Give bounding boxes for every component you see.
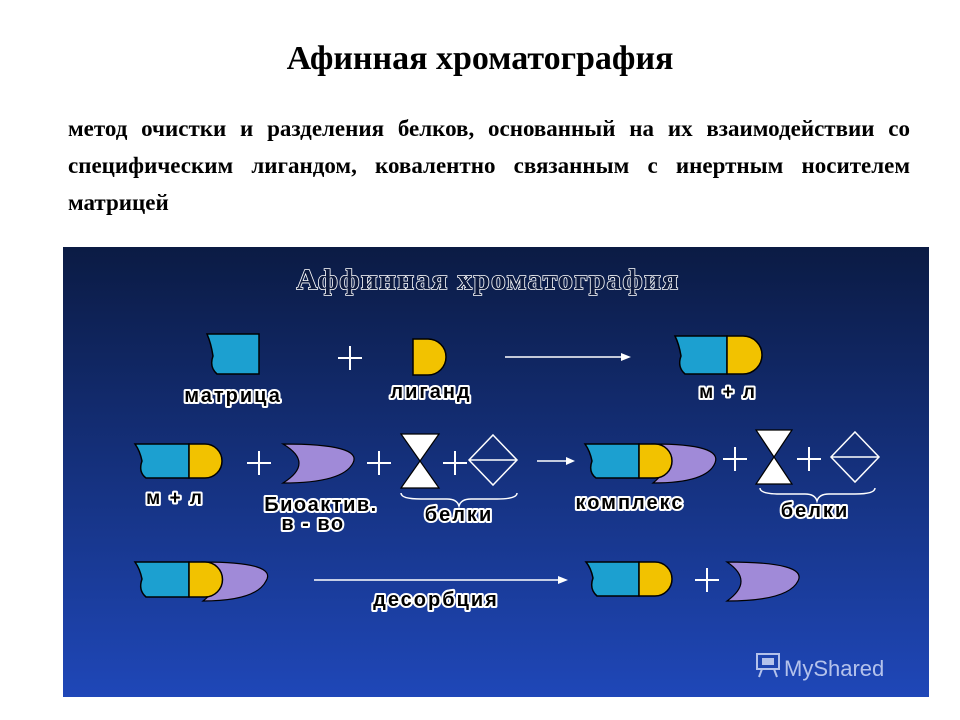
matrix-ligand-shape [584, 561, 673, 597]
arrow-right-icon [505, 353, 631, 361]
plus-icon [797, 447, 821, 471]
bioactive-crescent-icon [725, 561, 800, 602]
arrow-right-icon [314, 576, 568, 584]
label-proteins-2: белки [781, 500, 850, 522]
watermark: MyShared [756, 653, 884, 681]
hourglass-protein-icon [754, 429, 794, 485]
matrix-block-icon [133, 443, 190, 479]
label-ml-1: м + л [699, 382, 757, 403]
ligand-half-circle-icon [726, 335, 763, 375]
label-ligand: лиганд [390, 381, 471, 403]
matrix-block-icon [673, 335, 728, 375]
ligand-half-circle-icon [188, 561, 224, 598]
watermark-text: MyShared [784, 656, 884, 681]
matrix-block-icon [583, 443, 640, 479]
bioactive-crescent-icon [280, 443, 355, 484]
ligand-half-circle-icon [638, 561, 673, 597]
matrix-shape [205, 333, 260, 375]
matrix-block-icon [584, 561, 640, 597]
matrix-ligand-shape [673, 335, 763, 375]
hourglass-protein-icon [399, 433, 441, 489]
affinity-diagram: Аффинная хроматография матрица лиганд м … [63, 247, 929, 697]
arrow-right-icon [537, 457, 575, 465]
plus-icon [695, 568, 719, 592]
slide-title: Афинная хроматография [286, 40, 674, 77]
ligand-half-circle-icon [188, 443, 223, 479]
ligand-half-circle-icon [638, 443, 673, 479]
plus-icon [443, 451, 467, 475]
ligand-half-circle-icon [412, 338, 447, 376]
label-complex: комплекс [575, 492, 684, 514]
label-ml-2: м + л [146, 488, 204, 509]
label-bioactive-2: в - во [281, 513, 344, 535]
label-proteins-1: белки [425, 504, 494, 526]
plus-icon [338, 346, 362, 370]
label-desorption: десорбция [373, 589, 499, 611]
diamond-protein-icon [467, 433, 519, 487]
label-bioactive-1: Биоактив. [264, 494, 377, 516]
matrix-ligand-shape [133, 443, 223, 479]
proteins-brace-1 [400, 492, 518, 509]
diagram-title: Аффинная хроматография [296, 264, 679, 296]
slide-description: метод очистки и разделения белков, основ… [68, 116, 910, 215]
matrix-block-icon [133, 561, 190, 598]
proteins-brace-2 [759, 487, 876, 504]
complex-shape [133, 561, 269, 602]
plus-icon [247, 451, 271, 475]
matrix-block-icon [205, 333, 260, 375]
label-matrix: матрица [184, 385, 282, 407]
plus-icon [723, 447, 747, 471]
diamond-protein-icon [829, 430, 881, 484]
presentation-icon [756, 653, 780, 678]
plus-icon [367, 451, 391, 475]
complex-shape [583, 443, 717, 484]
